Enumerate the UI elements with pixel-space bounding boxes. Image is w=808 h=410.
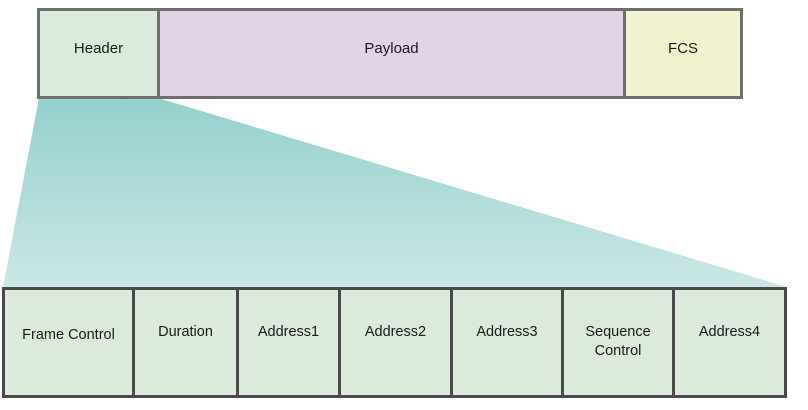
header-field-sequence-control: Sequence Control	[561, 287, 675, 398]
header-field-label: Address2	[364, 324, 427, 340]
header-field-label: Address1	[257, 324, 320, 340]
mac-frame: Header Payload FCS	[37, 8, 743, 99]
header-field-address4: Address4	[672, 287, 787, 398]
header-field-frame-control: Frame Control	[2, 287, 135, 398]
header-field-address3: Address3	[450, 287, 564, 398]
header-field-label: Duration	[158, 324, 213, 340]
header-field-duration: Duration	[132, 287, 239, 398]
frame-field-label: FCS	[668, 40, 698, 57]
header-field-label: Frame Control	[22, 327, 115, 343]
frame-field-label: Header	[73, 40, 124, 57]
header-field-label: Address4	[698, 324, 761, 340]
wedge-shape	[3, 98, 787, 287]
header-field-label: Sequence Control	[585, 324, 651, 359]
header-field-label: Address3	[476, 324, 538, 340]
frame-field-header: Header	[37, 8, 160, 99]
frame-field-payload: Payload	[157, 8, 626, 99]
header-field-address1: Address1	[236, 287, 341, 398]
header-field-address2: Address2	[338, 287, 453, 398]
header-fields: Frame Control Duration Address1 Address2…	[2, 287, 787, 398]
frame-field-label: Payload	[364, 40, 419, 57]
frame-field-fcs: FCS	[623, 8, 743, 99]
